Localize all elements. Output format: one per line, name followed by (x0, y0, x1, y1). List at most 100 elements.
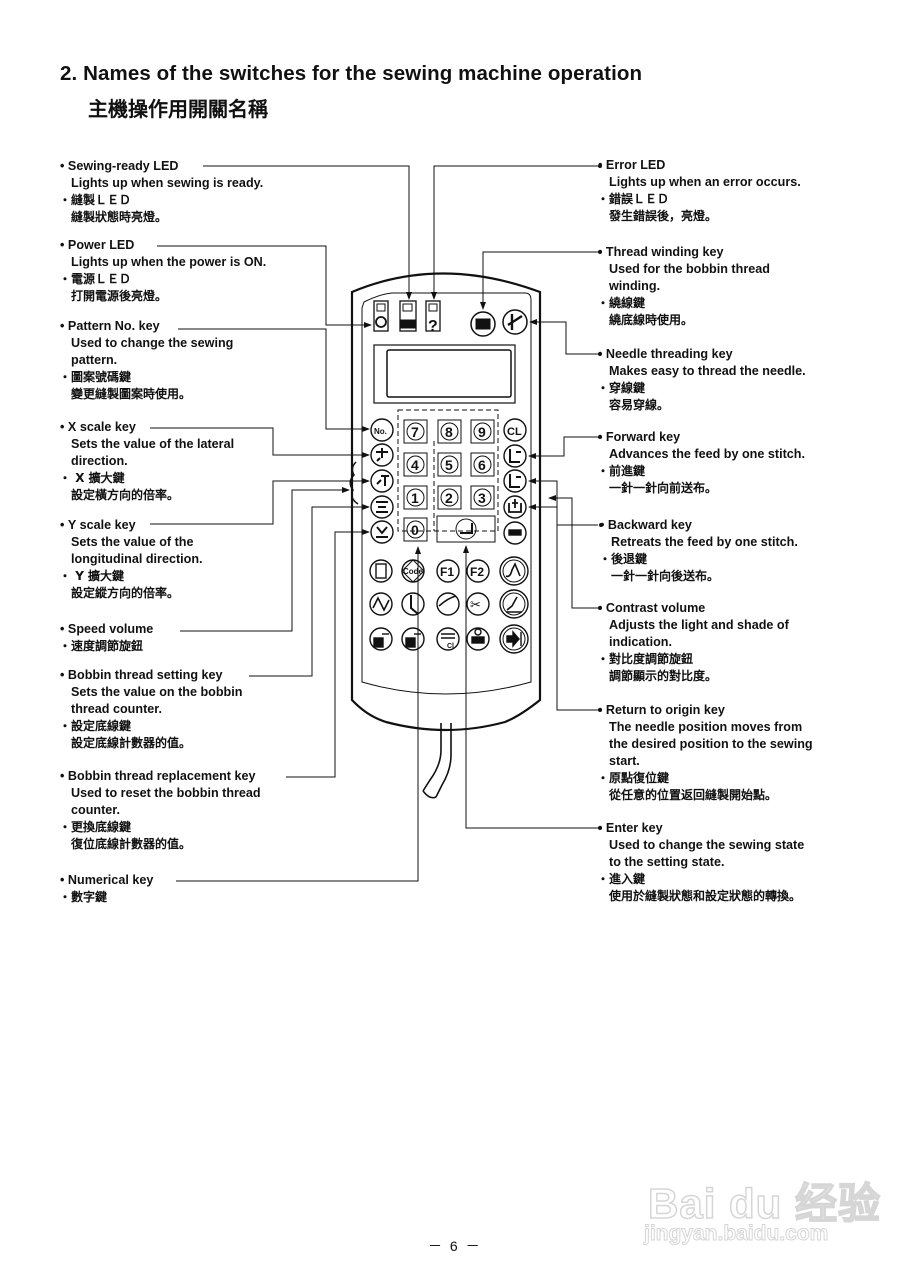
scissors-key[interactable]: ✂ (466, 592, 490, 616)
wave-icon (372, 596, 390, 612)
bobbin-replace-icon (376, 526, 388, 538)
y-scale-icon (376, 475, 389, 486)
contrast-volume-knob[interactable] (349, 461, 359, 505)
svg-text:Cl: Cl (447, 643, 454, 650)
page-number: － 6 － (428, 1238, 482, 1254)
counter-cl-icon (441, 633, 455, 639)
key-3[interactable]: 3 (470, 485, 495, 510)
bobbin-box-icon (373, 637, 384, 648)
bobbin-box-edit-key[interactable] (401, 627, 425, 651)
stitch-key[interactable] (499, 556, 529, 586)
key-0[interactable]: 0 (403, 517, 428, 542)
key-7[interactable]: 7 (403, 419, 428, 444)
item-needle-threading-key: Needle threading key Makes easy to threa… (598, 346, 806, 414)
next-icon (506, 630, 522, 648)
calculator-key[interactable] (369, 559, 393, 583)
needle-key[interactable] (401, 592, 425, 616)
item-speed-volume: Speed volume 速度調節旋鈕 (60, 621, 153, 655)
key-4[interactable]: 4 (403, 452, 428, 477)
question-icon: ? (428, 318, 438, 335)
x-scale-icon (376, 448, 388, 462)
scissors-icon: ✂ (470, 597, 481, 612)
led-sewing-ready (399, 300, 417, 332)
presser-key[interactable] (503, 521, 527, 545)
svg-text:4: 4 (411, 457, 419, 473)
code-key[interactable]: Code (401, 559, 425, 583)
item-forward-key: Forward key Advances the feed by one sti… (598, 429, 805, 497)
svg-text:8: 8 (445, 424, 453, 440)
next-key[interactable] (499, 624, 529, 654)
operator-icon (474, 628, 482, 636)
bobbin-thread-replacement-key[interactable] (370, 520, 394, 544)
svg-text:5: 5 (445, 457, 453, 473)
item-bobbin-thread-setting-key: Bobbin thread setting key Sets the value… (60, 667, 243, 752)
forward-key[interactable] (503, 444, 527, 468)
led-power (373, 300, 389, 332)
sewing-machine-icon (399, 319, 417, 329)
svg-text:F1: F1 (440, 565, 454, 579)
bobbin-setting-icon (376, 501, 388, 513)
item-y-scale-key: Y scale key Sets the value of the longit… (60, 517, 203, 602)
svg-text:2: 2 (445, 490, 453, 506)
item-backward-key: Backward key Retreats the feed by one st… (600, 517, 798, 585)
f1-key[interactable]: F1 (436, 559, 460, 583)
enter-icon (460, 523, 473, 534)
item-power-led: Power LED Lights up when the power is ON… (60, 237, 266, 305)
item-enter-key: Enter key Used to change the sewing stat… (598, 820, 804, 905)
needle-stitch-icon (506, 596, 522, 613)
thread-winding-icon (475, 318, 491, 330)
bobbin-box-key[interactable] (369, 627, 393, 651)
needle-threading-key[interactable] (502, 309, 528, 335)
section-title-zh: 主機操作用開關名稱 (88, 97, 268, 121)
y-scale-key[interactable] (370, 469, 394, 493)
svg-text:6: 6 (478, 457, 486, 473)
presser-icon (508, 529, 522, 536)
bobbin-thread-setting-key[interactable] (370, 495, 394, 519)
item-error-led: Error LED Lights up when an error occurs… (598, 157, 801, 225)
svg-text:9: 9 (478, 424, 486, 440)
x-scale-key[interactable] (370, 443, 394, 467)
pattern-no-icon: No. (374, 427, 387, 436)
needle-stitch-key[interactable] (499, 589, 529, 619)
item-name: Sewing-ready LED (60, 158, 263, 175)
needle-icon (410, 595, 419, 615)
svg-text:1: 1 (411, 490, 419, 506)
key-1[interactable]: 1 (403, 485, 428, 510)
item-numerical-key: Numerical key 數字鍵 (60, 872, 153, 906)
section-title: 2. Names of the switches for the sewing … (60, 62, 643, 85)
item-pattern-no-key: Pattern No. key Used to change the sewin… (60, 318, 233, 403)
key-2[interactable]: 2 (437, 485, 462, 510)
backward-key[interactable] (503, 469, 527, 493)
forward-icon (509, 449, 521, 463)
operator-key[interactable] (466, 627, 490, 651)
key-9[interactable]: 9 (470, 419, 495, 444)
key-8[interactable]: 8 (437, 419, 462, 444)
pattern-no-key[interactable]: No. (370, 418, 394, 442)
thread-winding-key[interactable] (470, 311, 496, 337)
tension-icon (438, 595, 457, 607)
needle-threading-icon (507, 314, 523, 330)
power-icon (375, 316, 387, 328)
wave-key[interactable] (369, 592, 393, 616)
svg-text:F2: F2 (470, 565, 484, 579)
key-5[interactable]: 5 (437, 452, 462, 477)
svg-text:0: 0 (411, 522, 419, 538)
return-to-origin-key[interactable] (503, 495, 527, 519)
tension-key[interactable] (436, 592, 460, 616)
f2-key[interactable]: F2 (466, 559, 490, 583)
svg-text:Code: Code (403, 567, 424, 576)
item-bobbin-thread-replacement-key: Bobbin thread replacement key Used to re… (60, 768, 261, 853)
clear-key[interactable]: CL (503, 418, 527, 442)
watermark: Bai du 经验 jingyan.baidu.com (640, 1150, 890, 1250)
key-6[interactable]: 6 (470, 452, 495, 477)
backward-icon (509, 474, 521, 488)
enter-key[interactable] (436, 515, 496, 543)
stitch-icon (505, 562, 521, 578)
item-thread-winding-key: Thread winding key Used for the bobbin t… (598, 244, 770, 329)
counter-cl-key[interactable]: Cl (436, 627, 460, 651)
item-return-to-origin-key: Return to origin key The needle position… (598, 702, 813, 804)
numeric-keypad: 7 8 9 4 5 6 1 2 3 0 (403, 419, 496, 543)
svg-text:3: 3 (478, 490, 486, 506)
watermark-brand: Bai du 经验 (647, 1179, 882, 1228)
